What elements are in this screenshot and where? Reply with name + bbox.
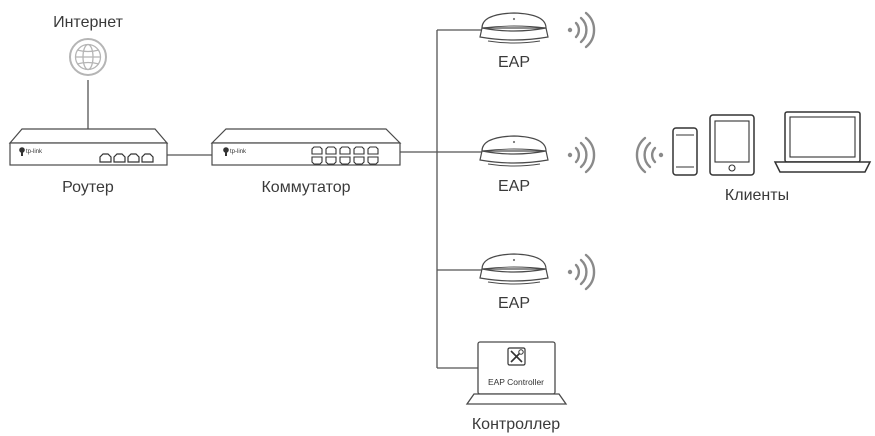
tp-link-logo: tp-link bbox=[223, 147, 247, 156]
wifi-signal-icon bbox=[566, 136, 596, 174]
router-ports bbox=[99, 153, 154, 163]
globe-icon bbox=[69, 38, 107, 76]
port-icon bbox=[325, 146, 337, 155]
laptop-icon bbox=[773, 111, 872, 173]
port-icon bbox=[339, 156, 351, 165]
clients-group: Клиенты bbox=[635, 111, 872, 204]
port-icon bbox=[353, 156, 365, 165]
port-icon bbox=[127, 153, 140, 163]
eap-device-2: EAP bbox=[479, 135, 596, 195]
port-icon bbox=[353, 146, 365, 155]
eap-label-3: EAP bbox=[498, 295, 530, 312]
router-top bbox=[8, 128, 169, 144]
switch-front bbox=[211, 142, 401, 166]
router-device: tp-link Роутер bbox=[8, 128, 169, 196]
clients-label: Клиенты bbox=[725, 187, 789, 204]
controller-base bbox=[465, 393, 568, 405]
smartphone-icon bbox=[672, 127, 698, 176]
tablet-icon bbox=[709, 114, 755, 176]
access-point-icon bbox=[479, 253, 549, 285]
router-brand: tp-link bbox=[26, 149, 43, 155]
port-icon bbox=[339, 146, 351, 155]
connections bbox=[87, 29, 482, 369]
wifi-signal-icon bbox=[566, 253, 596, 291]
switch-device: tp-link Коммутатор bbox=[210, 128, 402, 196]
port-icon bbox=[99, 153, 112, 163]
port-icon bbox=[141, 153, 154, 163]
switch-brand: tp-link bbox=[230, 149, 247, 155]
port-icon bbox=[311, 156, 323, 165]
eap-device-1: EAP bbox=[479, 11, 596, 71]
controller-label: Контроллер bbox=[472, 416, 560, 433]
access-point-icon bbox=[479, 135, 549, 167]
port-icon bbox=[367, 146, 379, 155]
port-icon bbox=[325, 156, 337, 165]
switch-top bbox=[210, 128, 402, 144]
port-icon bbox=[311, 146, 323, 155]
wifi-signal-icon bbox=[635, 136, 664, 174]
wifi-signal-icon bbox=[566, 11, 596, 49]
tools-icon bbox=[507, 347, 526, 366]
router-label: Роутер bbox=[62, 179, 114, 196]
access-point-icon bbox=[479, 12, 549, 44]
tp-link-logo: tp-link bbox=[19, 147, 43, 156]
eap-label-1: EAP bbox=[498, 54, 530, 71]
switch-ports bbox=[311, 146, 379, 165]
port-icon bbox=[367, 156, 379, 165]
controller-device: EAP Controller Контроллер bbox=[465, 341, 568, 433]
internet-label: Интернет bbox=[53, 14, 123, 31]
eap-device-3: EAP bbox=[479, 253, 596, 312]
switch-label: Коммутатор bbox=[261, 179, 350, 196]
eap-label-2: EAP bbox=[498, 178, 530, 195]
port-icon bbox=[113, 153, 126, 163]
controller-screen-text: EAP Controller bbox=[488, 377, 544, 387]
internet-node: Интернет bbox=[53, 14, 124, 76]
